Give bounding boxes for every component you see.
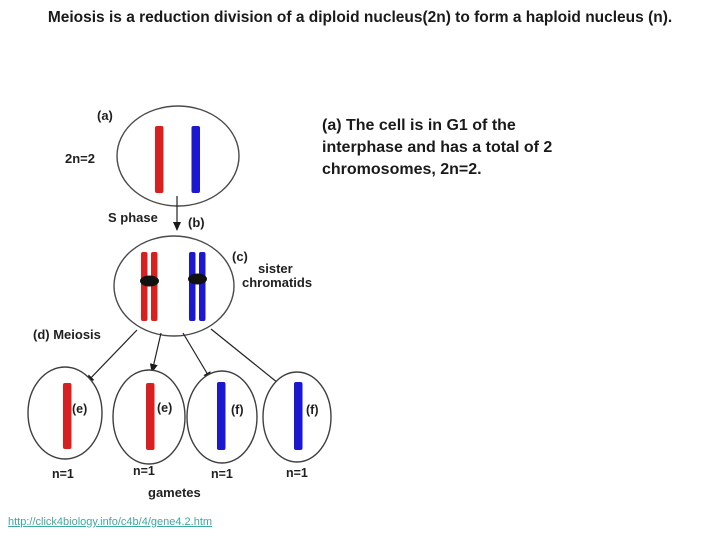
sister-chromatids-word-2: chromatids	[242, 275, 313, 290]
sister-chromatids-stage-label: (c)	[232, 249, 248, 264]
sister-chromatids-word-1: sister	[258, 261, 293, 276]
gamete-1-chromosome-red	[63, 383, 72, 449]
gamete-4-chromosome-blue	[294, 382, 303, 450]
sister-chromatid-red-2	[151, 252, 158, 321]
sister-chromatid-blue-1	[189, 252, 196, 321]
gamete-3-ploidy-label: n=1	[211, 467, 233, 481]
gametes-caption: gametes	[148, 485, 201, 500]
meiosis-arrow-1	[85, 329, 138, 384]
sister-chromatid-red-1	[141, 252, 148, 321]
meiosis-arrow-3	[182, 332, 212, 381]
gamete-4-ploidy-label: n=1	[286, 466, 308, 480]
slide-title: Meiosis is a reduction division of a dip…	[47, 9, 673, 26]
centromere-blue	[188, 273, 207, 285]
cell-a-label: (a)	[97, 108, 113, 123]
chromosome-red	[155, 126, 164, 193]
cell-a-membrane	[116, 105, 240, 207]
annotation-text: (a) The cell is in G1 of the interphase …	[322, 117, 553, 178]
centromere-red	[140, 275, 159, 287]
cell-a-ploidy-label: 2n=2	[65, 151, 95, 166]
gamete-1-stage-label: (e)	[72, 402, 88, 416]
cell-b-membrane	[113, 235, 235, 337]
chromosome-blue	[191, 126, 200, 193]
gamete-2-ploidy-label: n=1	[133, 464, 155, 478]
gamete-4-stage-label: (f)	[306, 403, 319, 417]
sister-chromatid-blue-2	[199, 252, 206, 321]
gamete-2-stage-label: (e)	[157, 401, 173, 415]
footer-link[interactable]: http://click4biology.info/c4b/4/gene4.2.…	[8, 516, 213, 528]
s-phase-label: S phase	[108, 210, 158, 225]
meiosis-arrow-4	[210, 328, 284, 388]
cell-b-label: (b)	[188, 215, 205, 230]
meiosis-arrow-2	[149, 332, 162, 373]
gamete-2-chromosome-red	[146, 383, 155, 450]
gamete-1-ploidy-label: n=1	[52, 467, 74, 481]
gamete-3-stage-label: (f)	[231, 403, 244, 417]
meiosis-label: (d) Meiosis	[33, 327, 101, 342]
gamete-3-chromosome-blue	[217, 382, 226, 450]
